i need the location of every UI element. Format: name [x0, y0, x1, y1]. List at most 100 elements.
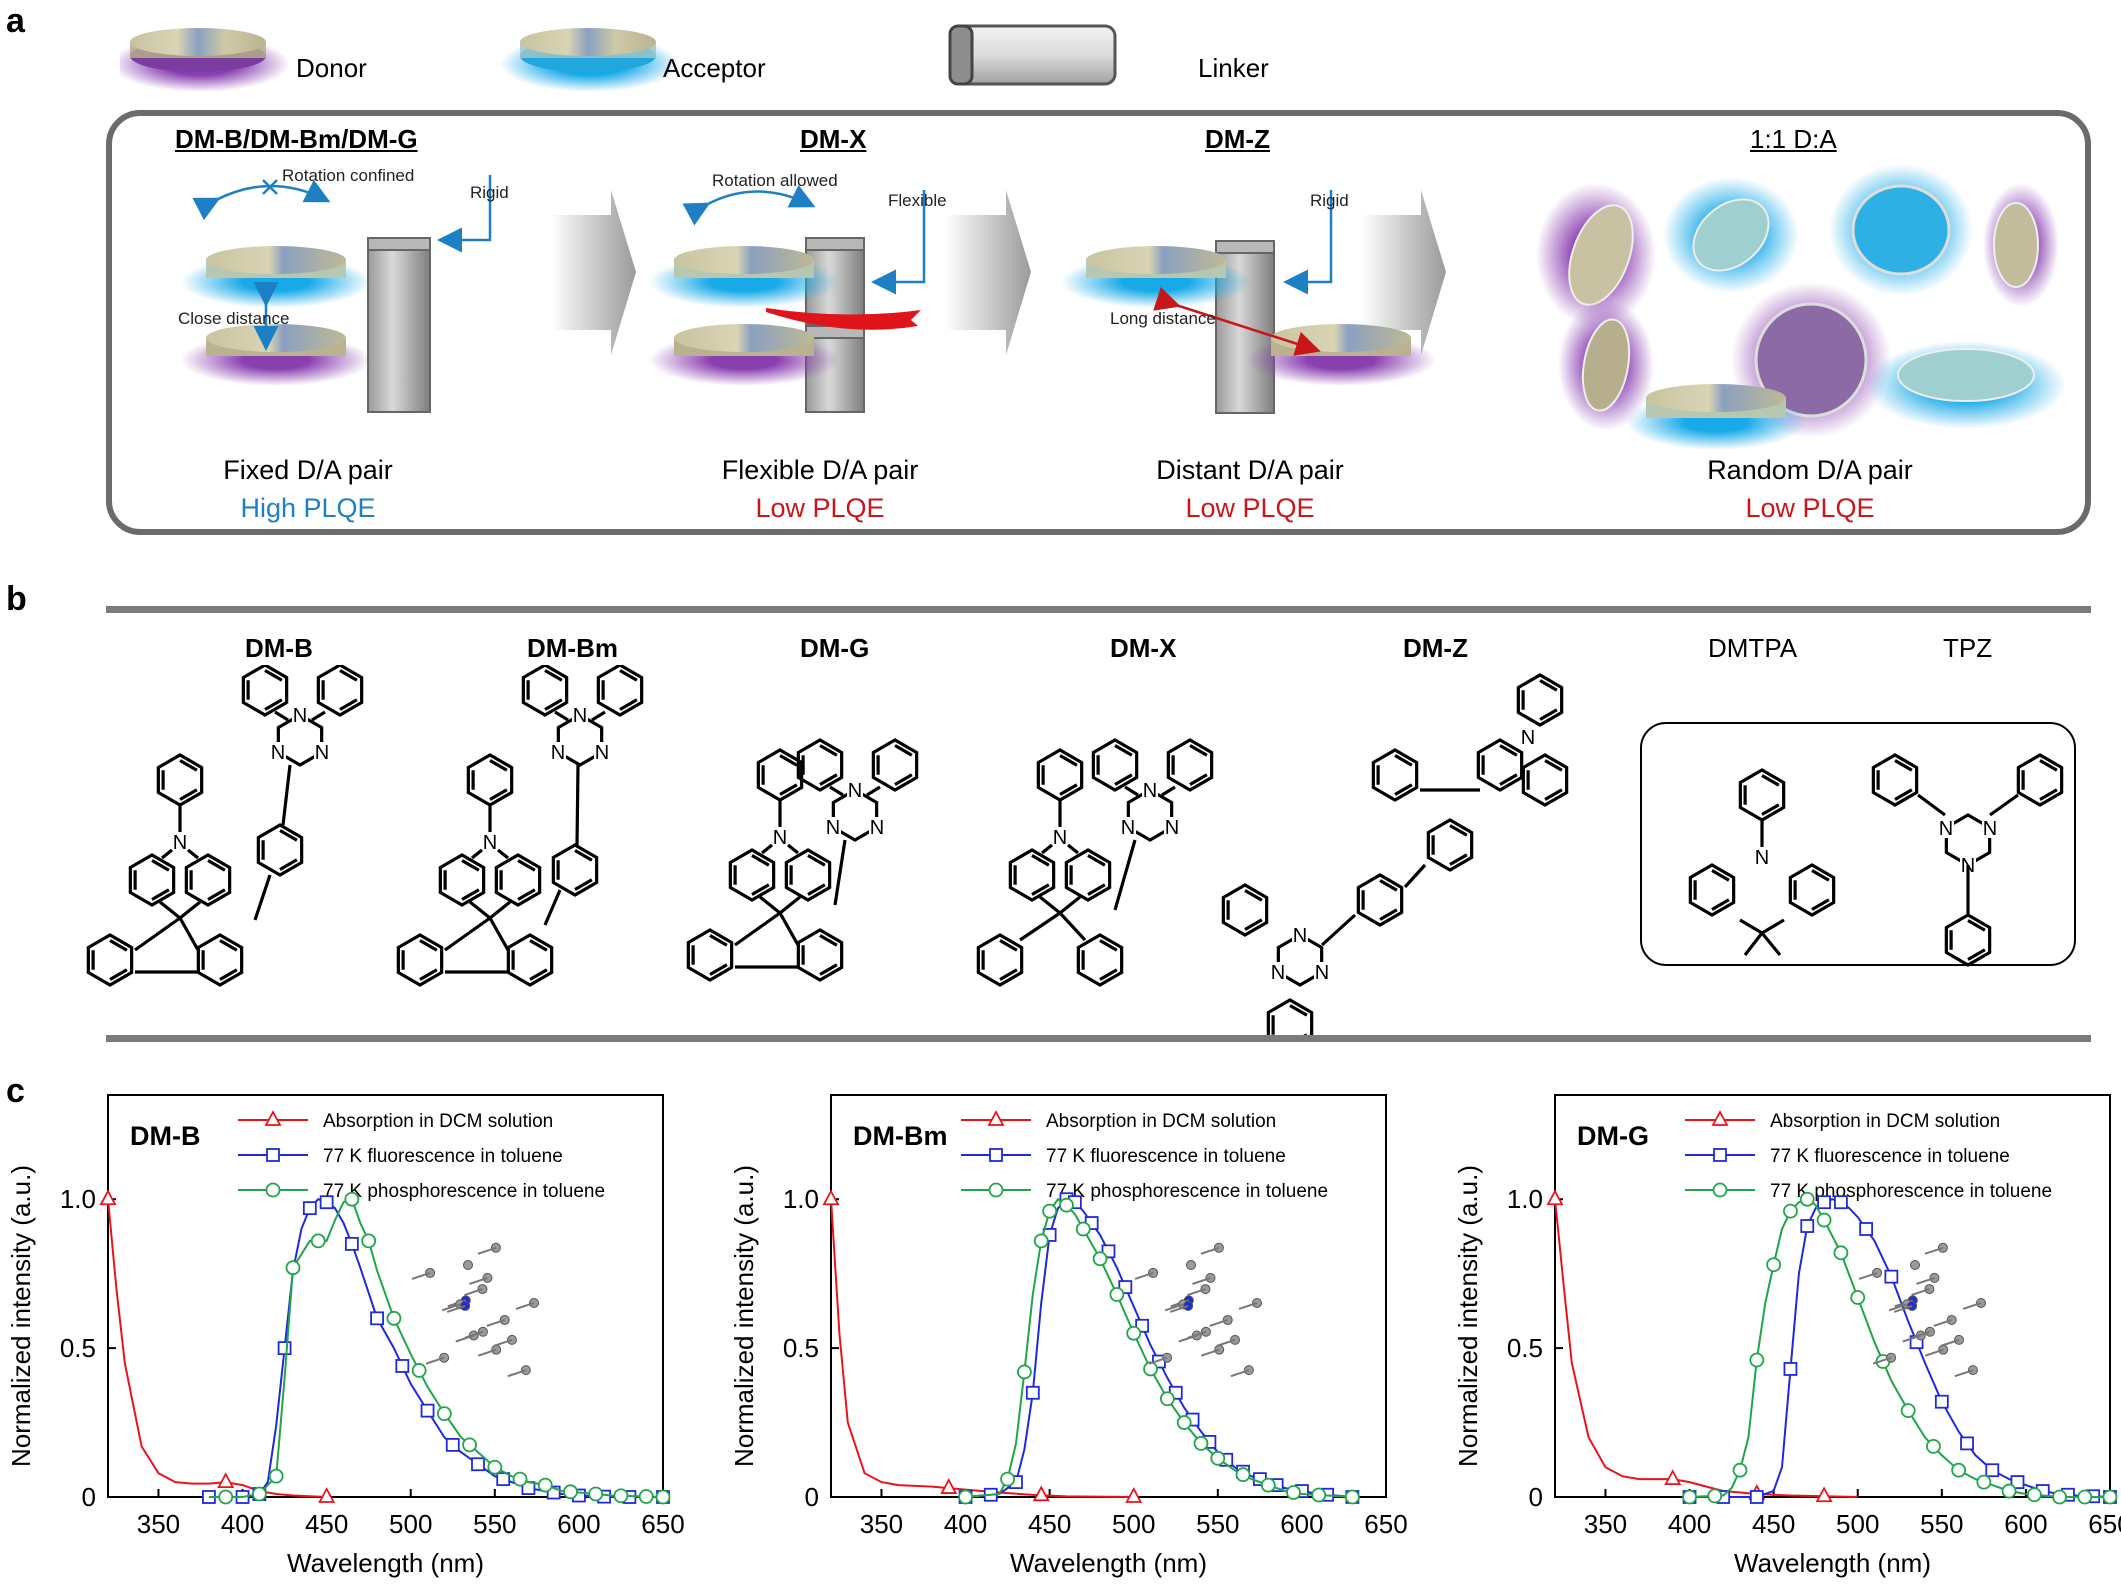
square-marker [266, 1148, 280, 1162]
inset-bond [1858, 1271, 1878, 1280]
dm-x-spiro-bond-1 [1039, 895, 1061, 915]
dm-bm-link-1 [575, 764, 580, 846]
dm-z-triazine-n3: N [1315, 962, 1329, 984]
y-tick-label: 1.0 [60, 1184, 96, 1214]
inset-bond [1209, 1319, 1229, 1327]
inset-atom [1229, 1334, 1240, 1345]
dm-bm-fl-bond-1 [444, 916, 491, 952]
triangle-marker [940, 1478, 958, 1494]
circle-marker [310, 1233, 326, 1249]
series-line-1 [1689, 1198, 2111, 1498]
linker-bar-icon [948, 24, 1117, 86]
atom-label-bg [825, 817, 841, 837]
circle-marker [361, 1233, 377, 1249]
x-tick-label: 450 [1752, 1509, 1795, 1539]
triangle-marker [987, 1110, 1005, 1126]
y-tick-label: 1.0 [1507, 1184, 1543, 1214]
square-marker [445, 1437, 460, 1452]
circle-marker [1707, 1488, 1723, 1504]
circle-marker [1075, 1221, 1091, 1237]
circle-marker [1682, 1489, 1697, 1505]
x-axis-label: Wavelength (nm) [1734, 1548, 1931, 1578]
circle-marker [2052, 1489, 2067, 1505]
inset-bond [464, 1288, 483, 1297]
y-tick-label: 0 [1529, 1482, 1543, 1512]
dm-x-triazine-n1: N [1143, 780, 1157, 802]
square-marker [1884, 1269, 1899, 1284]
dm-g-triazine-n2: N [826, 817, 840, 839]
inset-bond [1924, 1246, 1944, 1255]
dm-b-link-2 [253, 874, 272, 921]
dmtpa-left-ring [1688, 863, 1736, 917]
circle-marker [1126, 1325, 1142, 1341]
atom-label-bg [172, 832, 188, 852]
inset-bond [1134, 1271, 1154, 1280]
plqe-label-random: Low PLQE [1745, 493, 1875, 523]
inset-atom [1872, 1267, 1883, 1278]
atom-label-bg [1292, 925, 1308, 945]
big-arrow-3 [1361, 190, 1446, 355]
dmtpa-c-bond-1 [1739, 918, 1763, 935]
column-title-flexible: DM-X [800, 124, 867, 154]
dm-z-triazine-phenyl-left [1221, 883, 1269, 937]
inset-atom [1953, 1334, 1964, 1345]
dm-g-triazine-n3: N [870, 817, 884, 839]
inset-atom [1910, 1260, 1920, 1270]
x-tick-label: 500 [1112, 1509, 1155, 1539]
circle-marker [613, 1488, 629, 1504]
dm-x-phenyl-a-ring [976, 933, 1024, 987]
circle-marker [1210, 1450, 1226, 1466]
inset-atom [1186, 1260, 1196, 1270]
inset-bond [1200, 1348, 1220, 1357]
square-marker [302, 1201, 317, 1216]
inset-bond [446, 1305, 466, 1313]
atom-label-bg [1314, 962, 1330, 982]
x-tick-label: 400 [221, 1509, 264, 1539]
inset-atom [425, 1267, 436, 1278]
atom-label-bg [1520, 727, 1536, 747]
dm-x-triazine-phenyl-left [1091, 738, 1139, 792]
triangle-marker [1711, 1110, 1729, 1126]
molecule-name-dm-b: DM-B [245, 633, 313, 663]
dm-b-triazine-n2: N [271, 742, 285, 764]
inset-bond [1954, 1369, 1974, 1378]
dm-bm-tz-bond-1 [554, 710, 569, 722]
inset-atom [1251, 1297, 1262, 1308]
x-tick-label: 350 [137, 1509, 180, 1539]
triangle-marker [99, 1189, 117, 1206]
dm-x-acr-bond-2 [1067, 843, 1079, 855]
dm-bm-n-atom: N [483, 832, 497, 854]
dm-x-phenyl-b-ring [1076, 933, 1124, 987]
dm-b-triazine-n1: N [293, 705, 307, 727]
y-axis-label: Normalized intensity (a.u.) [1453, 1165, 1483, 1467]
circle-marker [563, 1484, 578, 1500]
inset-bond [486, 1319, 506, 1327]
series-line-0 [830, 1199, 1134, 1498]
circle-marker [1159, 1391, 1175, 1407]
molecule-name-dm-g: DM-G [800, 633, 870, 663]
dm-z-fluorene-right-ring [1426, 818, 1474, 872]
circle-marker [512, 1471, 528, 1487]
inset-bond [1872, 1356, 1892, 1365]
inset-atom [1148, 1267, 1159, 1278]
inset-atom [1200, 1326, 1211, 1337]
dm-b-n-atom: N [173, 832, 187, 854]
x-tick-label: 500 [389, 1509, 432, 1539]
inset-atom [528, 1297, 539, 1308]
square-marker [1025, 1385, 1040, 1400]
inset-atom [520, 1365, 531, 1376]
triangle-marker [1546, 1189, 1564, 1206]
square-marker [344, 1236, 359, 1251]
dm-g-tz-bond-2 [866, 785, 881, 797]
circle-marker [1143, 1361, 1158, 1377]
circle-marker [1926, 1438, 1941, 1454]
big-arrow-1 [551, 190, 636, 355]
inset-atom [1243, 1365, 1254, 1376]
dm-b-acridine-right-ring [184, 853, 232, 907]
x-tick-label: 500 [1836, 1509, 1879, 1539]
circle-marker [436, 1406, 452, 1422]
tpz-bond-1 [1917, 793, 1946, 817]
inset-bond [425, 1356, 445, 1365]
